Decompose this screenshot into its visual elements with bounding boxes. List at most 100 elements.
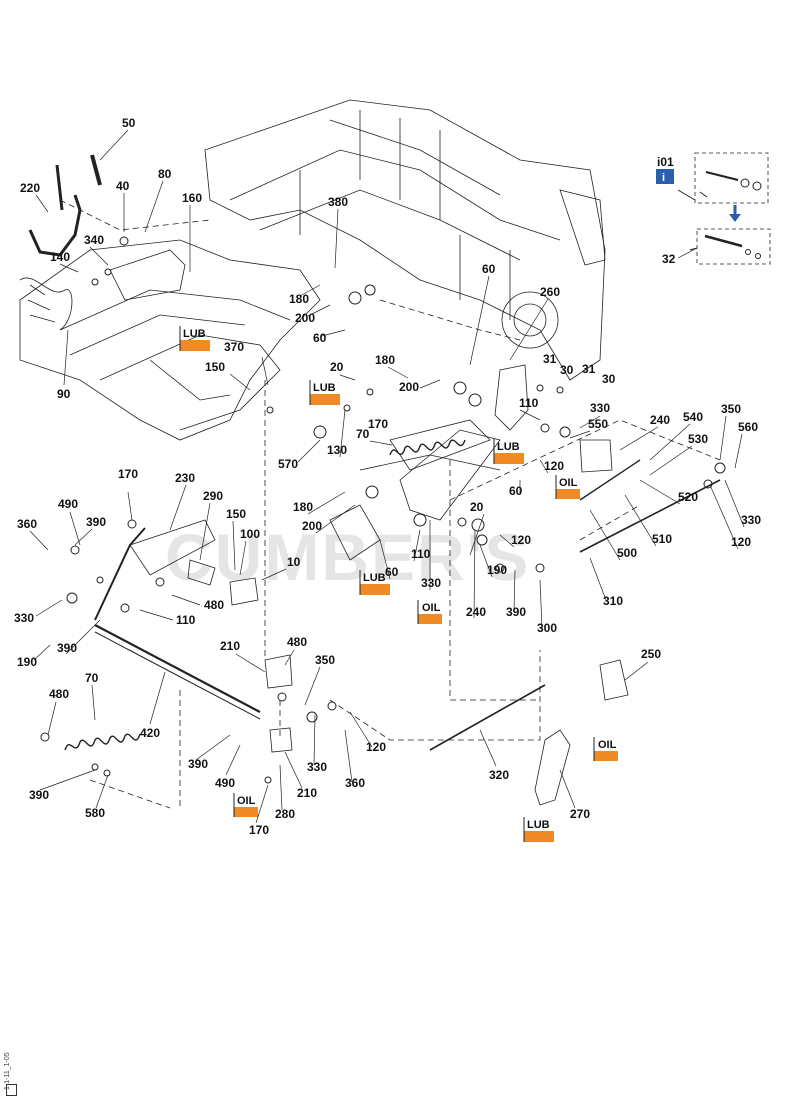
callout-label: 170 [118,467,138,481]
hardware-parts [40,236,726,784]
callout-label: 150 [226,507,246,521]
callout-label: 300 [537,621,557,635]
callout-label: 240 [650,413,670,427]
callout-label: 570 [278,457,298,471]
callout-label: 180 [293,500,313,514]
callout-label: 180 [375,353,395,367]
callout-label: 90 [57,387,71,401]
callout-label: 520 [678,490,698,504]
oil-label: OIL [237,795,256,807]
oil-badge: OIL [417,600,442,624]
callout-label: 350 [721,402,741,416]
callout-label: 510 [652,532,672,546]
callout-label: 170 [249,823,269,837]
callout-label: 120 [731,535,751,549]
callout-leader-lines [29,129,745,824]
callout-label: 32 [662,252,676,266]
lub-label: LUB [363,572,386,584]
callout-label: 20 [470,500,484,514]
callout-label: 190 [487,563,507,577]
callout-label: 330 [421,576,441,590]
oil-can-icon [180,340,210,351]
callout-label: 290 [203,489,223,503]
callout-label: 340 [84,233,104,247]
oil-can-icon [594,751,618,761]
callout-label: 10 [287,555,301,569]
page-icon [6,1084,17,1096]
callout-label: 180 [289,292,309,306]
callout-label: 60 [482,262,496,276]
arrow-down-icon [729,214,741,222]
callout-label: 80 [158,167,172,181]
oil-badge: OIL [593,737,618,761]
callout-label: 420 [140,726,160,740]
callout-label: 110 [519,396,539,410]
callout-label: 100 [240,527,260,541]
callout-label: 150 [205,360,225,374]
callout-label: 330 [14,611,34,625]
lub-label: LUB [313,382,336,394]
callout-label: 60 [509,484,523,498]
callout-label: 220 [20,181,40,195]
oil-badge: OIL [233,793,258,817]
callout-label: 540 [683,410,703,424]
inset-label: i01 [657,155,674,169]
oil-can-icon [310,394,340,405]
lub-label: LUB [497,441,520,453]
lub-label: LUB [183,328,206,340]
callout-label: 240 [466,605,486,619]
oil-can-icon [360,584,390,595]
oil-can-icon [494,453,524,464]
callout-label: 280 [275,807,295,821]
lub-badge: LUB [493,439,524,464]
lub-badge: LUB [523,817,554,842]
callout-label: 390 [506,605,526,619]
callout-label: 250 [641,647,661,661]
lubrication-badges: LUB LUB LUB OIL LUB OIL [179,326,618,842]
callout-label: 190 [17,655,37,669]
callout-labels: 50 220 40 80 160 380 340 140 90 180 200 … [14,116,761,837]
callout-label: 550 [588,417,608,431]
callout-label: 390 [86,515,106,529]
callout-label: 170 [368,417,388,431]
oil-badge: OIL [555,475,580,499]
callout-label: 210 [220,639,240,653]
callout-label: 270 [570,807,590,821]
callout-label: 490 [58,497,78,511]
callout-label: 200 [295,311,315,325]
oil-label: OIL [559,477,578,489]
callout-label: 480 [287,635,307,649]
callout-label: 50 [122,116,136,130]
callout-label: 140 [50,250,70,264]
lub-badge: LUB [359,570,390,595]
callout-label: 320 [489,768,509,782]
callout-label: 200 [399,380,419,394]
callout-label: 120 [544,459,564,473]
callout-label: 30 [602,372,616,386]
callout-label: 560 [738,420,758,434]
lub-badge: LUB [309,380,340,405]
lub-label: LUB [527,819,550,831]
lub-badge: LUB [179,326,210,351]
callout-label: 70 [356,427,370,441]
assembly-leader-lines [59,199,721,809]
callout-label: 31 [582,362,596,376]
oil-can-icon [418,614,442,624]
callout-label: 230 [175,471,195,485]
tractor-frame-drawing [19,99,721,806]
watermark: CUMBER'S [165,520,530,594]
callout-label: 330 [590,401,610,415]
callout-label: 40 [116,179,130,193]
callout-label: 500 [617,546,637,560]
callout-label: 480 [204,598,224,612]
oil-label: OIL [422,602,441,614]
callout-label: 110 [176,613,196,627]
document-code: 1-1-11_1-05 [4,1052,11,1090]
oil-label: OIL [598,739,617,751]
callout-label: 380 [328,195,348,209]
callout-label: 360 [345,776,365,790]
callout-label: 130 [327,443,347,457]
callout-label: 360 [17,517,37,531]
callout-label: 30 [560,363,574,377]
